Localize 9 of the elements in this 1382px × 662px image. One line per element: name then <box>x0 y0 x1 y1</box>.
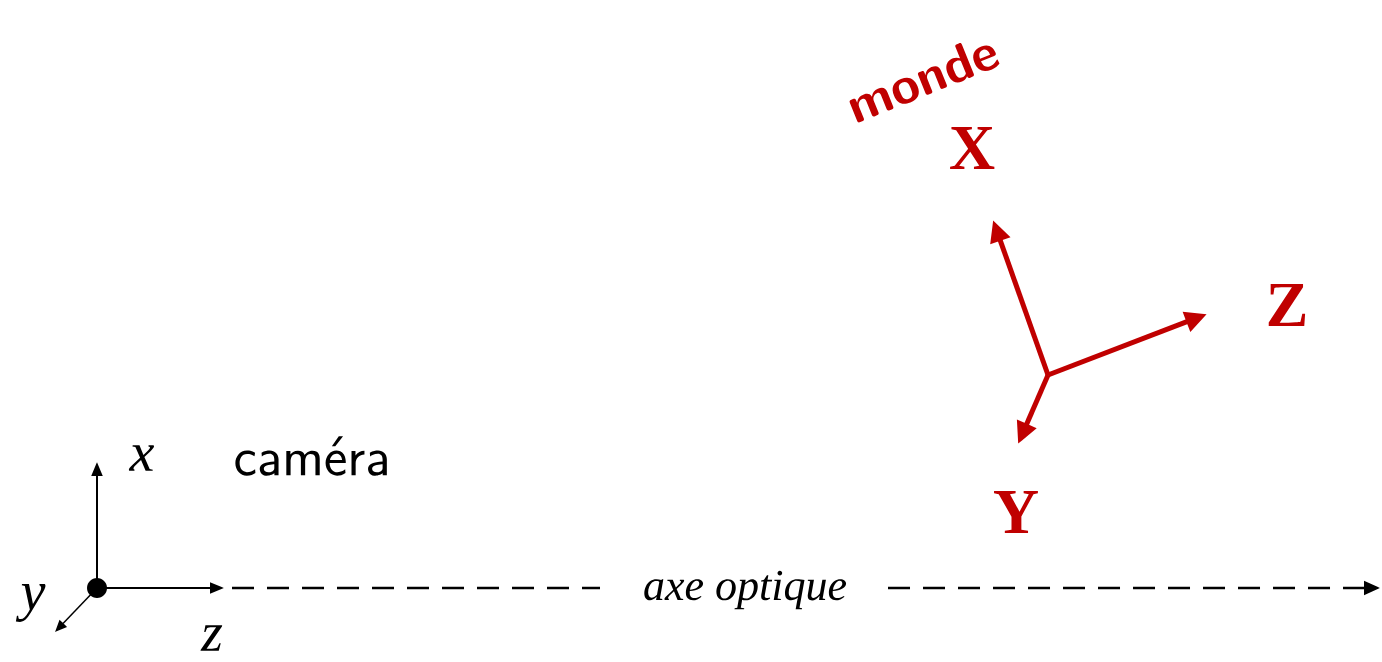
axis-label: Z <box>1268 284 1306 326</box>
axis-label: X <box>950 127 995 169</box>
axis-label: caméra <box>235 436 387 476</box>
axis-label: x <box>128 445 155 471</box>
axis-label: monde <box>849 43 1000 123</box>
axis-label: y <box>15 584 46 622</box>
axis-label: Y <box>994 491 1038 533</box>
axis-label: axe optique <box>644 570 847 610</box>
axis-label: z <box>200 625 223 651</box>
